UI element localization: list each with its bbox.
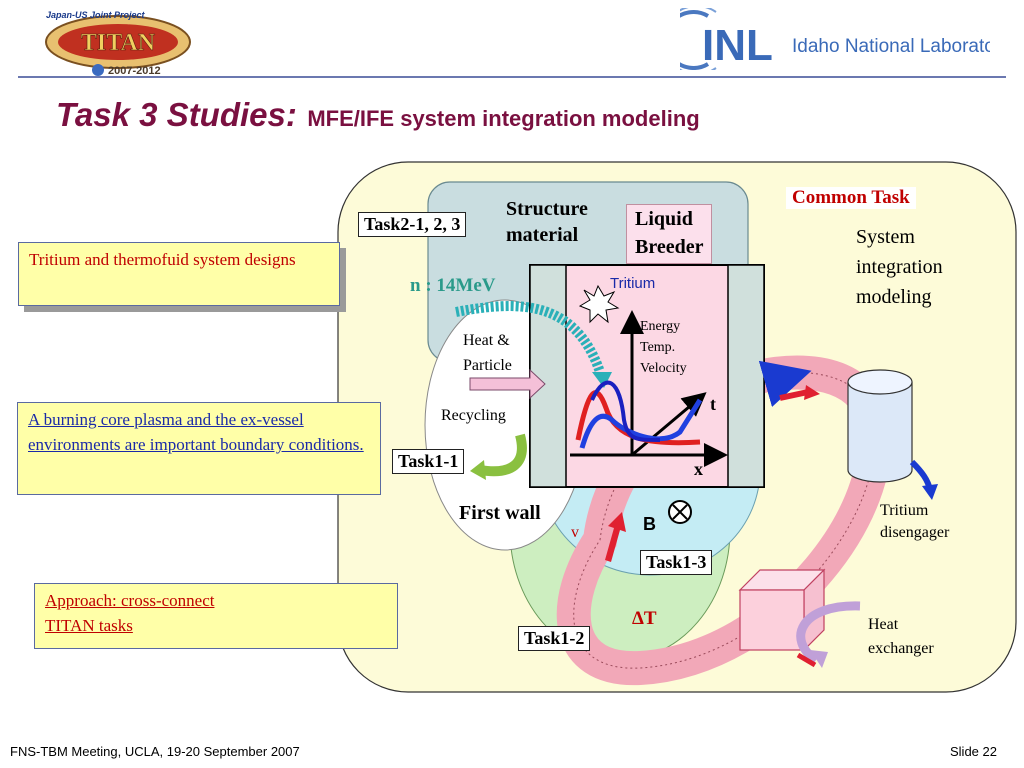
callout-burning: A burning core plasma and the ex-vessel … <box>17 402 381 495</box>
axis-t <box>631 392 707 457</box>
recycling-arrow-head <box>470 460 486 480</box>
b-field-label: B <box>643 514 656 534</box>
titan-tag: Japan-US Joint Project <box>46 10 146 20</box>
title-sub: MFE/IFE system integration modeling <box>307 106 700 131</box>
titan-years: 2007-2012 <box>108 65 161 76</box>
common-task-label: Common Task <box>786 187 916 209</box>
inl-text: Idaho National Laboratory <box>792 36 990 57</box>
page-title: Task 3 Studies: MFE/IFE system integrati… <box>56 96 700 134</box>
system-integration-label: System integration modeling <box>856 226 943 308</box>
flow-arrow-red <box>779 389 809 401</box>
blue-curve <box>579 398 703 449</box>
first-wall-label: First wall <box>459 502 541 524</box>
wall-right <box>727 264 765 488</box>
delta-t-label: ΔT <box>632 608 657 629</box>
neutron-label: n : 14MeV <box>410 275 496 296</box>
callout-approach: Approach: cross-connect TITAN tasks <box>34 583 398 649</box>
callout-tritium: Tritium and thermofuid system designs <box>18 242 340 306</box>
inl-logo: INL Idaho National Laboratory <box>680 8 990 70</box>
energy-temp-velocity-label: Energy Temp. Velocity <box>640 319 687 376</box>
task2-label: Task2-1, 2, 3 <box>358 212 467 237</box>
tritium-burst-icon <box>578 284 620 324</box>
approach-line-1: Approach: cross-connect <box>45 591 215 610</box>
velocity-v-label: v <box>571 524 579 541</box>
velocity-arrow <box>605 512 626 562</box>
neutron-arrow-head <box>592 372 612 388</box>
axis-t-label: t <box>710 394 716 414</box>
titan-name: TITAN <box>81 30 156 56</box>
recycling-label: Recycling <box>441 407 506 424</box>
structure-material-label: Structure material <box>506 198 588 246</box>
slide-number: Slide 22 <box>950 744 997 759</box>
tritium-disengager <box>847 382 913 483</box>
heat-exchanger-label: Heat exchanger <box>868 616 934 657</box>
titan-logo: Japan-US Joint Project TITAN 2007-2012 <box>45 10 191 76</box>
task1-3-label: Task1-3 <box>640 550 713 575</box>
tritium-label: Tritium <box>610 275 656 292</box>
red-curve <box>575 390 701 446</box>
inl-mark: INL <box>702 21 773 70</box>
recycling-arrow <box>479 433 527 477</box>
flow-arrow-blue <box>758 360 812 407</box>
axis-x-label: x <box>694 459 703 479</box>
footer-meeting: FNS-TBM Meeting, UCLA, 19-20 September 2… <box>10 744 300 759</box>
heat-particle-label: Heat & Particle <box>463 332 512 374</box>
approach-line-2: TITAN tasks <box>45 616 133 635</box>
title-main: Task 3 Studies: <box>56 96 297 133</box>
heat-exchanger-flow <box>796 601 861 664</box>
blue-curve-2 <box>590 380 661 442</box>
task1-1-label: Task1-1 <box>392 449 465 474</box>
liquid-breeder-label: Liquid Breeder <box>626 204 712 264</box>
header-rule <box>18 76 1006 78</box>
task1-2-label: Task1-2 <box>518 626 591 651</box>
heat-arrow <box>469 368 546 400</box>
tritium-disengager-label: Tritium disengager <box>880 502 950 541</box>
neutron-arrow <box>455 301 605 374</box>
